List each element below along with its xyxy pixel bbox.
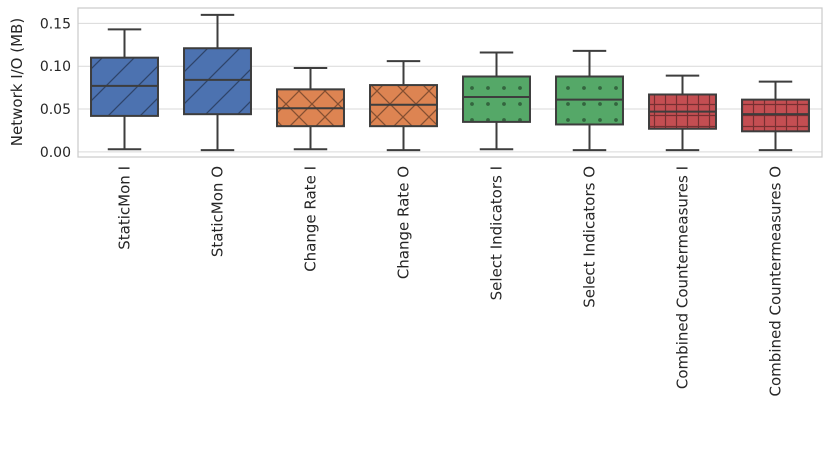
x-tick-label: StaticMon I bbox=[116, 166, 134, 250]
box-2 bbox=[183, 13, 252, 152]
plot-frame bbox=[77, 7, 823, 158]
box-1 bbox=[90, 28, 159, 151]
box-6 bbox=[555, 49, 624, 152]
box-7 bbox=[648, 74, 717, 152]
x-tick-label: Combined Countermeasures O bbox=[767, 166, 785, 396]
x-tick-label: Select Indicators O bbox=[581, 166, 599, 308]
x-tick-label: Select Indicators I bbox=[488, 166, 506, 300]
y-tick-label: 0.10 bbox=[40, 59, 71, 75]
x-tick-labels: StaticMon I StaticMon O Change Rate I Chang… bbox=[116, 166, 785, 396]
x-tick-label: Change Rate I bbox=[302, 166, 320, 272]
x-tick-label: StaticMon O bbox=[209, 166, 227, 257]
x-tick-label: Combined Countermeasures I bbox=[674, 166, 692, 389]
box-iqr bbox=[462, 75, 531, 123]
box-8 bbox=[741, 80, 810, 152]
y-axis-label: Network I/O (MB) bbox=[8, 18, 26, 146]
box-3 bbox=[276, 66, 345, 151]
boxes bbox=[90, 13, 810, 152]
y-tick-label: 0.00 bbox=[40, 145, 71, 161]
box-4 bbox=[369, 60, 438, 152]
box-iqr bbox=[183, 47, 252, 116]
y-tick-labels: 0.00 0.05 0.10 0.15 bbox=[40, 16, 71, 160]
box-iqr bbox=[741, 98, 810, 133]
x-tick-label: Change Rate O bbox=[395, 166, 413, 279]
y-tick-label: 0.05 bbox=[40, 102, 71, 118]
y-tick-label: 0.15 bbox=[40, 16, 71, 32]
box-5 bbox=[462, 51, 531, 151]
